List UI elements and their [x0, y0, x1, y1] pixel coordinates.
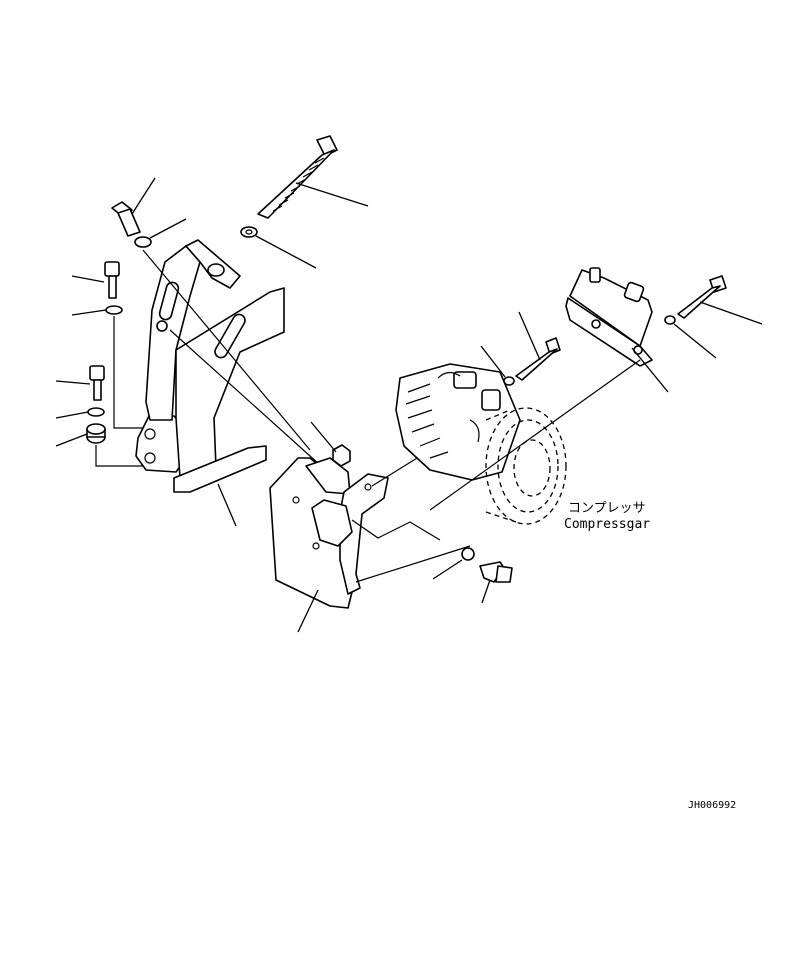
washer-top-right	[664, 315, 676, 325]
bolt-top-right	[677, 275, 727, 319]
leader-spacer-left	[55, 433, 88, 447]
leader-bolt-lower	[481, 579, 491, 604]
bolt-left-1	[104, 261, 120, 299]
bolt-top-left	[111, 201, 141, 237]
assembly-guide-left	[113, 316, 150, 429]
leader-washer-lower	[432, 559, 463, 580]
washer-lower	[461, 547, 475, 561]
spacer-left	[86, 423, 106, 444]
washer-top	[240, 226, 258, 238]
drawing-id: JH006992	[688, 800, 736, 811]
long-bolt	[257, 135, 338, 219]
leader-bolt-top-left	[131, 177, 156, 215]
washer-top-left	[134, 236, 152, 248]
leader-washer-left-1	[71, 309, 107, 316]
leader-nut-center	[310, 421, 337, 453]
washer-left-1	[105, 305, 123, 315]
leader-long-bolt	[295, 182, 369, 207]
upper-right-plate	[565, 267, 653, 367]
leader-washer-right-center	[480, 345, 506, 378]
leader-washer-top-left	[149, 218, 187, 239]
leader-upper-right-plate	[631, 347, 669, 393]
bolt-right-center	[515, 337, 561, 381]
compressor	[395, 363, 567, 525]
leader-left-bracket	[217, 483, 237, 527]
leader-bolt-right-center	[518, 311, 541, 361]
washer-left-2	[87, 407, 105, 417]
leader-washer-top-right	[673, 323, 717, 359]
washer-right-center	[503, 376, 515, 386]
leader-right-bracket	[297, 589, 319, 633]
compressor-label-en: Compressgar	[564, 517, 650, 532]
right-bracket	[269, 457, 389, 609]
compressor-pulley	[485, 407, 567, 525]
bolt-left-2	[89, 365, 105, 401]
compressor-label-jp: コンプレッサ	[568, 501, 646, 516]
left-bracket	[135, 239, 285, 493]
leader-bolt-left-2	[55, 380, 91, 385]
leader-washer-top	[255, 235, 317, 269]
bolt-lower	[479, 561, 513, 583]
leader-washer-left-2	[55, 411, 89, 419]
leader-bolt-top-right	[699, 301, 763, 325]
leader-bolt-left-1	[71, 275, 105, 283]
